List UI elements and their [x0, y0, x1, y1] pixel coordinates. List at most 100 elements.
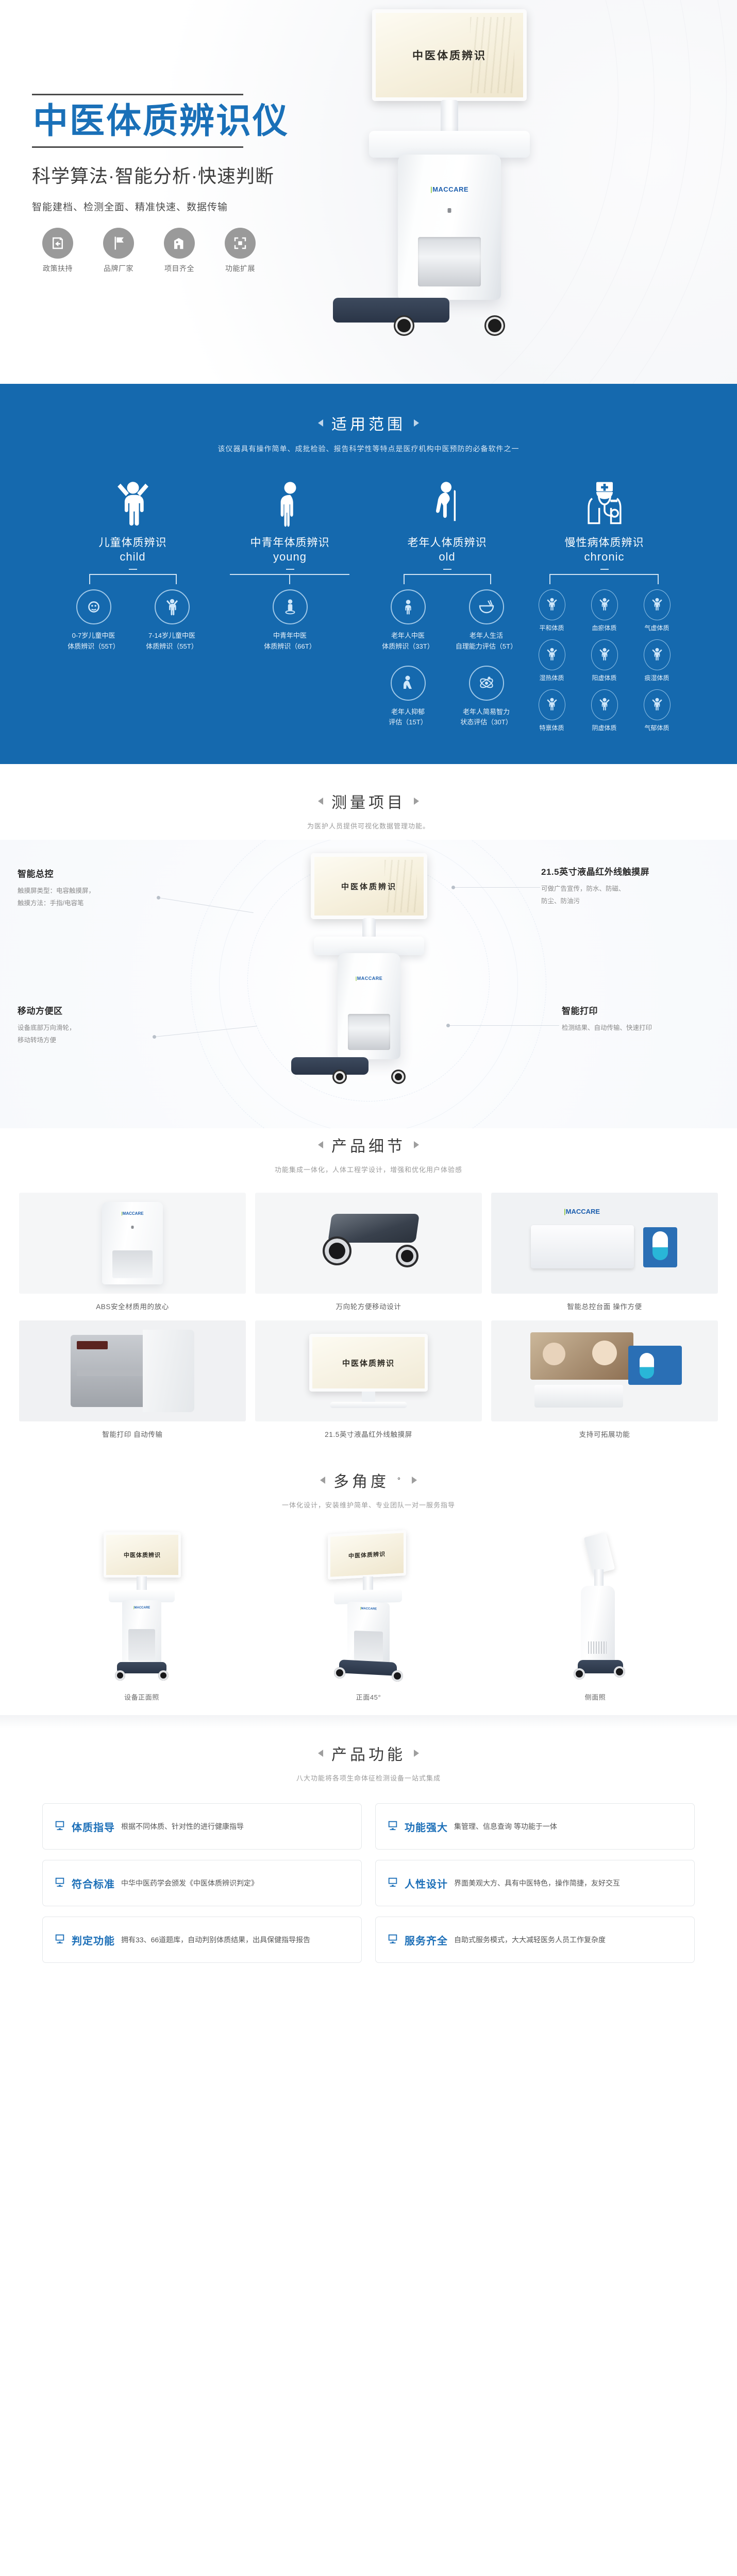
functions-heading: 产品功能 八大功能将各项生命体征检测设备一站式集成 [0, 1742, 737, 1783]
angle-caption: 正面45° [356, 1693, 381, 1701]
sub-item-label: 老年人生活 自理能力评估（5T） [455, 632, 517, 650]
person-icon [591, 689, 618, 720]
constitution-type-label: 湿热体质 [539, 674, 564, 682]
callout-leader-line [446, 1024, 559, 1027]
category-sub-items-second-row: 老年人抑郁 评估（15T） 老年人简易智力 状态评估（30T） [368, 665, 526, 728]
function-item[interactable]: 体质指导根据不同体质、针对性的进行健康指导 [42, 1803, 362, 1850]
person-icon [538, 589, 565, 620]
person-icon [591, 639, 618, 670]
constitution-type-label: 气郁体质 [644, 724, 669, 732]
device-indicator-light [447, 208, 451, 213]
hero-feature-item: 政策扶持 [34, 228, 81, 274]
functions-title: 产品功能 [318, 1742, 419, 1765]
function-item[interactable]: 功能强大集管理、信息查询 等功能于一体 [375, 1803, 695, 1850]
hero-bottom-rule [32, 146, 243, 148]
functions-description: 八大功能将各项生命体征检测设备一站式集成 [296, 1774, 441, 1782]
hero-feature-label: 项目齐全 [164, 264, 194, 273]
constitution-type-label: 血瘀体质 [592, 624, 617, 632]
hero-feature-label: 品牌厂家 [104, 264, 133, 273]
scope-section: 适用范围 该仪器具有操作简单、成批检验、报告科学性等特点是医疗机构中医预防的必备… [0, 384, 737, 764]
hero-feature-list: 政策扶持 品牌厂家 项目齐全 [34, 228, 321, 274]
function-key: 人性设计 [405, 1878, 448, 1890]
constitution-type-label: 平和体质 [539, 624, 564, 632]
scope-category-young: 中青年体质辨识 young 中青年中医 体质辨识（66T） [211, 474, 368, 732]
function-value: 根据不同体质、针对性的进行健康指导 [121, 1822, 244, 1831]
callout-body: 设备底部万向滑轮， 移动转场方便 [18, 1024, 76, 1044]
detail-card-printer[interactable]: 智能打印 自动传输 [19, 1320, 246, 1439]
category-sub-items: 老年人中医 体质辨识（33T） 老年人生活 自理能力评估（5T） [368, 589, 526, 652]
constitution-type-label: 阳虚体质 [592, 674, 617, 682]
category-bracket [211, 574, 368, 587]
detail-card-caption: 智能总控台面 操作方便 [567, 1303, 642, 1311]
hero-feature-item: 项目齐全 [156, 228, 203, 274]
function-key: 服务齐全 [405, 1935, 448, 1947]
person-icon [643, 689, 671, 720]
ripple-decoration [191, 840, 546, 1128]
measure-device-illustration: 中医体质辨识 |MACCARE [291, 853, 441, 1111]
detail-card-caption: 支持可拓展功能 [579, 1431, 630, 1438]
function-value: 集管理、信息查询 等功能于一体 [454, 1822, 557, 1831]
device-display-screen: 中医体质辨识 [311, 853, 427, 919]
hero-text-block: 中医体质辨识仪 科学算法·智能分析·快速判断 智能建档、检测全面、精准快速、数据… [32, 94, 321, 274]
expand-frame-icon [225, 228, 256, 259]
angles-superscript: ° [397, 1476, 404, 1485]
angle-view-front45[interactable]: 中医体质辨识 |MACCARE 正面45° [255, 1527, 482, 1702]
function-value: 界面美观大方、具有中医特色，操作简捷，友好交互 [454, 1878, 620, 1887]
hero-feature-item: 品牌厂家 [95, 228, 142, 274]
angles-grid: 中医体质辨识 |MACCARE 设备正面照 [0, 1527, 737, 1702]
detail-card-abs-housing[interactable]: |MACCARE ABS安全材质用的放心 [19, 1193, 246, 1311]
function-item[interactable]: 人性设计界面美观大方、具有中医特色，操作简捷，友好交互 [375, 1860, 695, 1906]
angle-caption: 侧面照 [584, 1693, 606, 1701]
functions-grid: 体质指导根据不同体质、针对性的进行健康指导功能强大集管理、信息查询 等功能于一体… [0, 1803, 737, 1994]
monitor-icon [387, 1933, 398, 1947]
infant-icon [76, 589, 111, 624]
device-display-screen: 中医体质辨识 [372, 9, 527, 101]
category-name-cn: 中青年体质辨识 [250, 537, 330, 549]
detail-card-image [19, 1320, 246, 1421]
leader-dot [156, 895, 161, 900]
detail-card-image: |MACCARE [491, 1193, 718, 1294]
function-item[interactable]: 服务齐全自助式服务模式，大大减轻医务人员工作复杂度 [375, 1917, 695, 1963]
angle-view-front[interactable]: 中医体质辨识 |MACCARE 设备正面照 [28, 1527, 255, 1702]
category-bracket [526, 574, 683, 587]
angle-view-side[interactable]: 侧面照 [482, 1527, 709, 1702]
details-description: 功能集成一体化，人体工程学设计，增强和优化用户体验感 [274, 1166, 462, 1174]
detail-card-keyboard-console[interactable]: |MACCARE 智能总控台面 操作方便 [491, 1193, 718, 1311]
atom-brain-icon [468, 665, 504, 701]
device-screen-arm [362, 918, 376, 939]
callout-body: 检测结果、自动传输、快速打印 [562, 1024, 652, 1031]
category-divider [128, 569, 137, 570]
function-key: 功能强大 [405, 1822, 448, 1834]
callout-body: 可做广告宣传，防水、防磁、 防尘、防油污 [541, 885, 625, 905]
scope-category-chronic: 慢性病体质辨识 chronic 平和体质血瘀体质气虚体质湿热体质阳虚体质痰湿体质… [526, 474, 683, 732]
screen-title-text: 中医体质辨识 [341, 882, 397, 891]
constitution-type-item: 血瘀体质 [582, 589, 627, 632]
monitor-icon [387, 1820, 398, 1834]
detail-card-expandable[interactable]: 支持可拓展功能 [491, 1320, 718, 1439]
detail-card-caster-wheel[interactable]: 万向轮方便移动设计 [255, 1193, 482, 1311]
callout-title: 移动方便区 [18, 1006, 63, 1016]
screen-title-text: 中医体质辨识 [412, 50, 487, 62]
constitution-type-item: 阳虚体质 [582, 639, 627, 682]
child-figure-icon [54, 474, 211, 528]
detail-card-touchscreen[interactable]: 中医体质辨识 21.5英寸液晶红外线触摸屏 [255, 1320, 482, 1439]
category-divider [600, 569, 609, 570]
adult-figure-icon [211, 474, 368, 528]
function-item[interactable]: 符合标准中华中医药学会颁发《中医体质辨识判定》 [42, 1860, 362, 1906]
callout-title: 21.5英寸液晶红外线触摸屏 [541, 867, 650, 877]
callout-body: 触摸屏类型：电容触摸屏， 触摸方法：手指/电容笔 [18, 887, 95, 907]
device-desk-surface [314, 937, 424, 955]
monitor-icon [54, 1933, 65, 1947]
hero-subtitle: 科学算法·智能分析·快速判断 [32, 165, 274, 187]
device-screen-arm [441, 100, 458, 134]
callout-leader-line [451, 886, 540, 889]
angle-image: 中医体质辨识 |MACCARE [28, 1527, 255, 1682]
detail-card-image: |MACCARE [19, 1193, 246, 1294]
child-icon [154, 589, 190, 624]
sub-item-label: 老年人简易智力 状态评估（30T） [460, 707, 512, 726]
hero-device-illustration: 中医体质辨识 |MACCARE [330, 4, 598, 365]
constitution-type-label: 痰湿体质 [644, 674, 669, 682]
person-icon [643, 639, 671, 670]
function-item[interactable]: 判定功能拥有33、66道题库，自动判别体质结果，出具保健指导报告 [42, 1917, 362, 1963]
measure-heading: 测量项目 为医护人员提供可视化数据管理功能。 [0, 790, 737, 831]
